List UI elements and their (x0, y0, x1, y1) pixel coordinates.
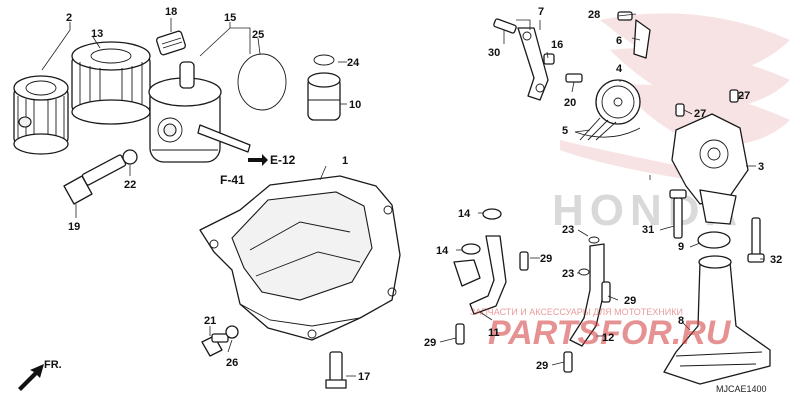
callout-6: 6 (616, 35, 622, 47)
e12-arrow (248, 154, 268, 166)
oil-cooler-o-ring (237, 53, 287, 111)
callout-18: 18 (165, 6, 177, 18)
callout-21: 21 (204, 315, 216, 327)
front-direction-label: FR. (44, 359, 62, 371)
sprocket-bolt (565, 73, 583, 83)
oil-cooler (148, 61, 251, 163)
callout-14-a: 14 (458, 208, 471, 220)
callout-29-d: 29 (536, 360, 548, 372)
oil-pipe-b (569, 243, 605, 347)
oil-pipe-a (453, 235, 507, 315)
oil-pump-bolt-long (747, 217, 765, 263)
oil-pump-bolt-short (669, 189, 687, 239)
callout-3: 3 (758, 161, 764, 173)
callout-24: 24 (347, 57, 360, 69)
pipe-bolt-3 (601, 281, 611, 303)
stay-bolt (493, 18, 517, 34)
callout-19: 19 (68, 221, 80, 233)
callout-13: 13 (91, 28, 103, 40)
callout-28: 28 (588, 9, 600, 21)
callout-15: 15 (224, 12, 236, 24)
callout-26: 26 (226, 357, 238, 369)
shop-logo-watermark: PARTSFOR.RU (488, 314, 732, 352)
callout-16: 16 (551, 39, 563, 51)
diagram-code: MJCAE1400 (716, 384, 767, 394)
callout-10: 10 (349, 99, 361, 111)
reference-e12: E-12 (270, 153, 296, 167)
union-bolt (63, 154, 127, 205)
oil-pipe-o-ring-lower (461, 243, 481, 255)
callout-14-b: 14 (436, 245, 449, 257)
callout-9: 9 (678, 241, 684, 253)
callout-12: 12 (602, 332, 614, 344)
callout-4: 4 (616, 63, 623, 75)
oil-pump-drive-chain (574, 117, 641, 141)
oil-pipe-b-o-ring (588, 236, 600, 244)
callout-23-b: 23 (562, 268, 574, 280)
callout-23-a: 23 (562, 224, 574, 236)
oil-strainer (663, 255, 771, 385)
oil-pipe-b-o-ring-2 (578, 268, 590, 276)
chain-guide-plate (633, 19, 651, 59)
oil-pump-stay (517, 27, 549, 101)
oil-pan (199, 175, 401, 341)
callout-32: 32 (770, 254, 782, 266)
oil-pump-drive-sprocket (595, 79, 641, 125)
callout-11: 11 (488, 327, 500, 339)
pipe-bolt-2 (455, 323, 465, 345)
pipe-bolt-1 (519, 251, 529, 271)
shop-caption-watermark: ЗАПЧАСТИ И АКСЕССУАРЫ ДЛЯ МОТОТЕХНИКИ (470, 307, 683, 317)
callout-29-a: 29 (540, 253, 552, 265)
oil-pipe-o-ring-upper (482, 208, 502, 220)
oil-pressure-relief-valve (307, 72, 341, 121)
callout-2: 2 (66, 12, 72, 24)
callout-1: 1 (342, 155, 348, 167)
callout-22: 22 (124, 179, 136, 191)
callout-29-b: 29 (624, 295, 636, 307)
callout-20: 20 (564, 97, 576, 109)
relief-valve-o-ring (313, 54, 335, 66)
callout-5: 5 (562, 125, 568, 137)
oil-pan-bolt (325, 351, 347, 389)
callout-numbers: 2 13 18 15 25 24 10 1 22 19 21 26 17 7 1… (66, 6, 782, 383)
fr-direction-arrow (18, 364, 44, 391)
callout-25: 25 (252, 29, 264, 41)
callout-31: 31 (642, 224, 654, 236)
oil-filter (13, 75, 69, 155)
callout-7: 7 (538, 6, 544, 18)
oil-filter-element (71, 41, 151, 125)
callout-27-b: 27 (694, 108, 706, 120)
dowel-pin (675, 103, 685, 117)
reference-f41: F-41 (220, 173, 245, 187)
callout-17: 17 (358, 371, 370, 383)
strainer-seal (697, 231, 731, 249)
stud-bolt (155, 30, 187, 56)
stay-nut (543, 53, 555, 65)
callout-29-c: 29 (424, 337, 436, 349)
leader-lines (41, 13, 764, 377)
drain-bolt (201, 333, 229, 357)
drain-bolt-washer (225, 325, 239, 339)
callout-30: 30 (488, 47, 500, 59)
callout-8: 8 (678, 315, 684, 327)
callout-27-a: 27 (738, 90, 750, 102)
sealing-washer (122, 149, 138, 165)
oil-pump-assembly (671, 113, 749, 225)
dowel-pin-2 (729, 89, 739, 103)
pipe-bolt-4 (563, 351, 573, 373)
